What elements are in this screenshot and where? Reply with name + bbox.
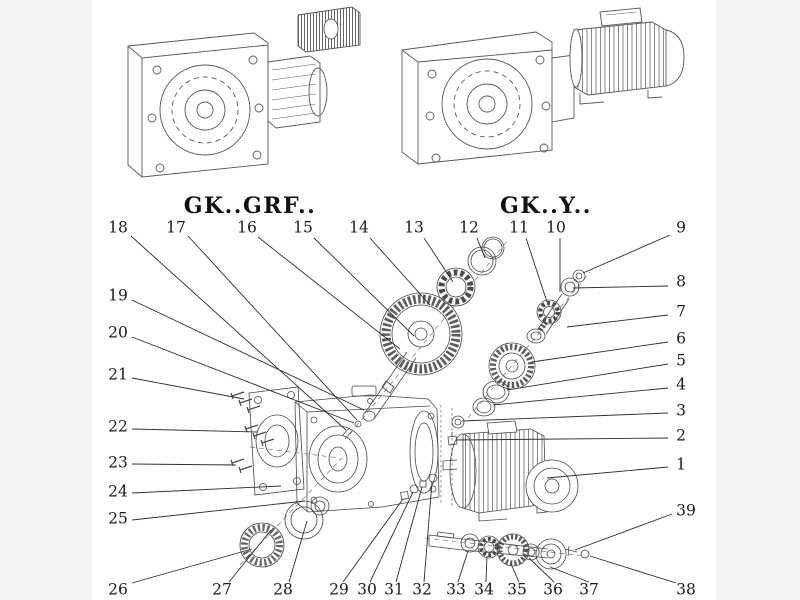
callout-20: 20	[108, 323, 128, 342]
callout-19: 19	[108, 286, 128, 305]
callout-4: 4	[676, 375, 686, 394]
callout-5: 5	[676, 351, 686, 370]
callout-3: 3	[676, 401, 686, 420]
callout-6: 6	[676, 329, 686, 348]
callout-13: 13	[404, 218, 424, 237]
callout-29: 29	[329, 580, 349, 599]
callout-21: 21	[108, 365, 128, 384]
callout-33: 33	[446, 580, 466, 599]
callout-17: 17	[166, 218, 186, 237]
callout-10: 10	[546, 218, 566, 237]
callout-14: 14	[349, 218, 369, 237]
callout-26: 26	[108, 580, 128, 599]
callout-8: 8	[676, 272, 686, 291]
callout-23: 23	[108, 453, 128, 472]
callout-30: 30	[357, 580, 377, 599]
callout-22: 22	[108, 417, 128, 436]
callout-37: 37	[579, 580, 599, 599]
callout-24: 24	[108, 482, 128, 501]
callout-15: 15	[293, 218, 313, 237]
callout-2: 2	[676, 426, 686, 445]
callout-27: 27	[212, 580, 232, 599]
callout-12: 12	[459, 218, 479, 237]
callout-1: 1	[676, 455, 686, 474]
callout-7: 7	[676, 302, 686, 321]
callout-11: 11	[509, 218, 529, 237]
figure-label-grf: GK..GRF..	[183, 193, 317, 219]
callout-18: 18	[108, 218, 128, 237]
callout-35: 35	[507, 580, 527, 599]
callout-9: 9	[676, 218, 686, 237]
callout-16: 16	[237, 218, 257, 237]
callout-34: 34	[474, 580, 494, 599]
callout-31: 31	[384, 580, 404, 599]
callout-39: 39	[676, 501, 696, 520]
callout-32: 32	[412, 580, 432, 599]
callout-25: 25	[108, 509, 128, 528]
callout-28: 28	[273, 580, 293, 599]
callout-36: 36	[543, 580, 563, 599]
figure-label-y: GK..Y..	[500, 193, 592, 219]
callout-38: 38	[676, 580, 696, 599]
